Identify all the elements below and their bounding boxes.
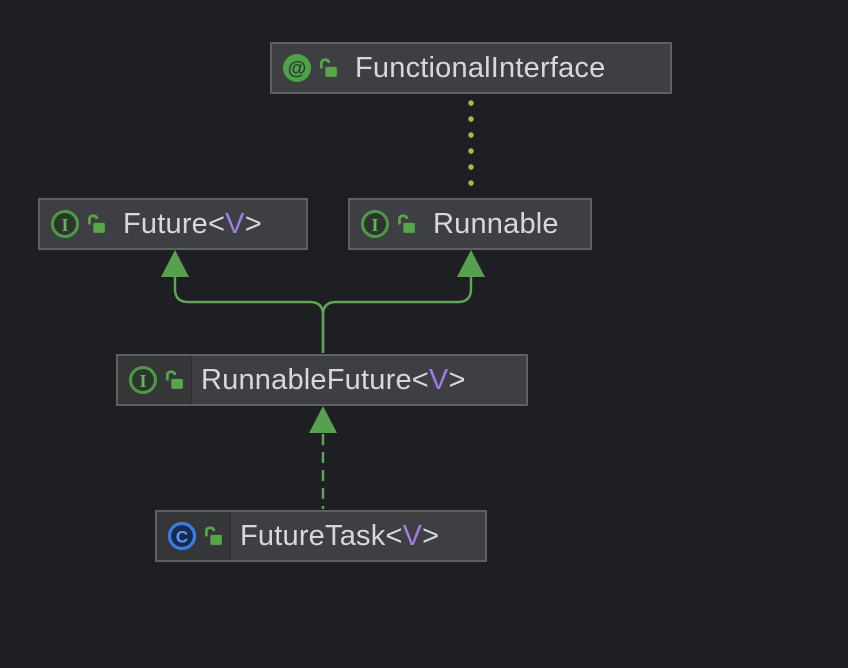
interface-icon: I [51, 210, 79, 238]
uml-node-functionalinterface[interactable]: @ FunctionalInterface [270, 42, 672, 94]
node-icons: C [157, 512, 231, 560]
svg-text:I: I [61, 215, 68, 235]
unlocked-padlock-icon [88, 213, 105, 233]
node-label: Future<V> [114, 200, 262, 248]
generic-open: < [208, 207, 226, 240]
svg-text:@: @ [288, 59, 307, 80]
generic-close: > [244, 207, 262, 240]
class-name: FutureTask [240, 519, 386, 552]
svg-text:C: C [176, 528, 188, 547]
type-parameter: V [402, 519, 423, 552]
class-icon: C [167, 521, 197, 551]
generic-close: > [422, 519, 440, 552]
uml-node-runnable[interactable]: I Runnable [348, 198, 592, 250]
annotation-icon: @ [283, 54, 311, 82]
arrowhead-future [161, 250, 189, 277]
class-name: RunnableFuture [201, 363, 412, 396]
unlocked-padlock-icon [398, 213, 415, 233]
node-label: FutureTask<V> [231, 512, 439, 560]
svg-text:I: I [371, 215, 378, 235]
edge-extends-future [173, 276, 325, 353]
edge-extends-runnable [321, 276, 473, 353]
node-icons: I [40, 200, 114, 248]
unlocked-padlock-icon [166, 369, 183, 389]
generic-open: < [385, 519, 403, 552]
interface-icon: I [129, 366, 157, 394]
unlocked-padlock-icon [205, 525, 222, 545]
generic-open: < [411, 363, 429, 396]
uml-node-futuretask[interactable]: C FutureTask<V> [155, 510, 487, 562]
generic-close: > [448, 363, 466, 396]
node-label: Runnable [424, 200, 559, 248]
uml-node-future[interactable]: I Future<V> [38, 198, 308, 250]
node-icons: I [118, 356, 192, 404]
class-name: Runnable [433, 207, 559, 240]
unlocked-padlock-icon [320, 57, 337, 77]
svg-text:I: I [139, 371, 146, 391]
arrowhead-runnable [457, 250, 485, 277]
class-name: Future [123, 207, 209, 240]
type-parameter: V [428, 363, 449, 396]
interface-icon: I [361, 210, 389, 238]
node-icons: I [350, 200, 424, 248]
uml-node-runnablefuture[interactable]: I RunnableFuture<V> [116, 354, 528, 406]
node-icons: @ [272, 44, 346, 92]
node-label: RunnableFuture<V> [192, 356, 466, 404]
class-name: FunctionalInterface [355, 51, 606, 84]
node-label: FunctionalInterface [346, 44, 605, 92]
arrowhead-runnablefuture [309, 406, 337, 433]
type-parameter: V [225, 207, 245, 240]
